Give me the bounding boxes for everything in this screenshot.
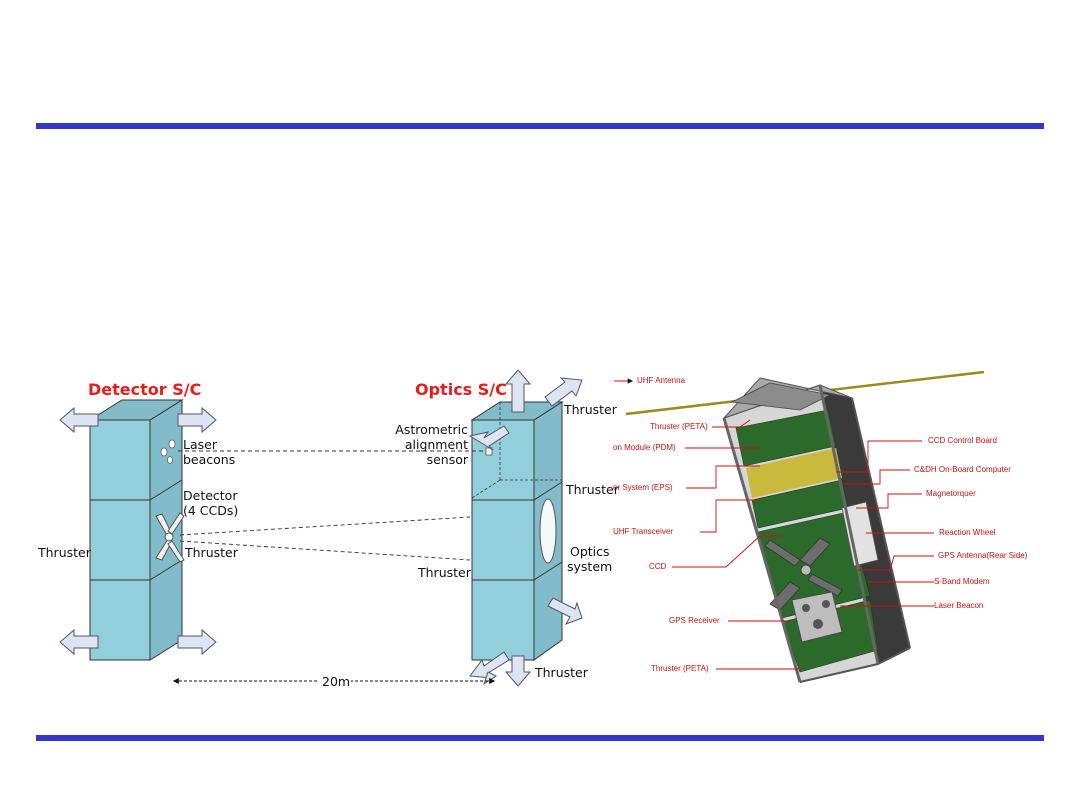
ccd-detector-icon (155, 512, 185, 563)
optics-lens-icon (539, 498, 557, 564)
callout-pdm: on Module (PDM) (613, 443, 676, 452)
laser-beacon-icon (160, 439, 176, 464)
optics-spacecraft (468, 369, 583, 687)
detector-front-face (89, 419, 151, 661)
callout-uhf-transceiver: UHF Transceiver (613, 527, 674, 536)
ccd-cross-icon (764, 537, 843, 611)
label-thruster-left: Thruster (38, 545, 91, 560)
label-thruster-bottom: Thruster (535, 665, 588, 680)
callout-s-band-modem: S-Band Modem (934, 577, 990, 586)
optics-title: Optics S/C (415, 380, 507, 399)
callout-laser-beacon: Laser Beacon (934, 601, 984, 610)
reaction-wheel-panel (841, 501, 879, 567)
thruster-arrow-icon (177, 406, 217, 434)
link-lines (178, 450, 486, 561)
thruster-arrow-icon (468, 425, 510, 451)
label-astrometric-sensor: Astrometric alignment sensor (395, 422, 468, 467)
top-rule (36, 123, 1044, 129)
label-distance: 20m (321, 674, 352, 689)
thruster-arrow-icon (504, 655, 532, 687)
callout-uhf-antenna: UHF Antenna (637, 376, 686, 385)
cubesat-illustration (625, 370, 985, 683)
thruster-arrow-icon (504, 369, 532, 413)
callout-ccd: CCD (649, 562, 667, 571)
label-thruster-inner: Thruster (185, 545, 238, 560)
thruster-arrow-icon (177, 628, 217, 656)
callout-leaders (614, 378, 934, 670)
callout-thruster-peta-top: Thruster (PETA) (650, 422, 708, 431)
callout-cdh-computer: C&DH On-Board Computer (914, 465, 1011, 474)
label-detector: Detector (4 CCDs) (183, 488, 239, 518)
detector-thruster-arrows (59, 406, 217, 656)
optics-front-face (471, 419, 535, 661)
callout-ccd-control-board: CCD Control Board (928, 436, 997, 445)
callout-thruster-peta-bottom: Thruster (PETA) (651, 664, 709, 673)
bottom-rule (36, 735, 1044, 741)
callout-eps: er System (EPS) (613, 483, 673, 492)
label-thruster-top: Thruster (564, 402, 617, 417)
detector-spacecraft (59, 399, 217, 661)
label-thruster-mid: Thruster (566, 482, 619, 497)
label-laser-beacons: Laser beacons (183, 437, 236, 467)
callout-reaction-wheel: Reaction Wheel (939, 528, 996, 537)
callout-magnetorquer: Magnetorquer (926, 489, 976, 498)
thruster-arrow-icon (544, 377, 583, 407)
optics-thruster-arrows (468, 369, 583, 687)
thruster-arrow-icon (547, 597, 583, 625)
detector-title: Detector S/C (88, 380, 202, 399)
label-optics-system: Optics system (567, 544, 613, 574)
thruster-arrow-icon (59, 406, 99, 434)
callout-gps-antenna: GPS Antenna(Rear Side) (938, 551, 1028, 560)
label-thruster-low: Thruster (418, 565, 471, 580)
thruster-arrow-icon (59, 628, 99, 656)
callout-gps-receiver: GPS Receiver (669, 616, 720, 625)
